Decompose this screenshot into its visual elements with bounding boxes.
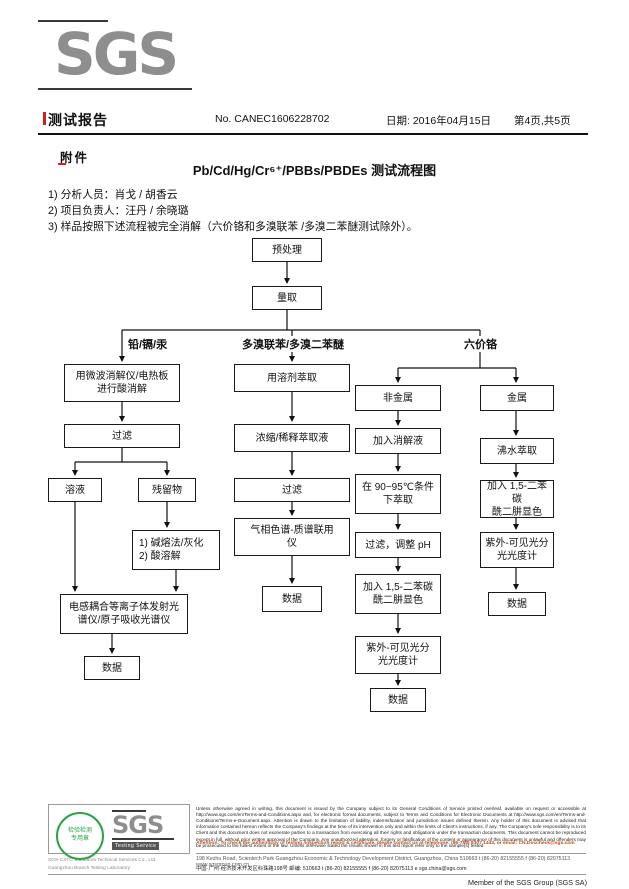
flow-box-data-nonmetal: 数据	[370, 688, 426, 712]
flow-box-filter-mid: 过滤	[234, 478, 350, 502]
flowchart-title: Pb/Cd/Hg/Cr⁶⁺/PBBs/PBDEs 测试流程图	[192, 163, 437, 178]
flow-box-gcms: 气相色谱-质谱联用 仪	[234, 518, 350, 556]
footer-logo-top-line	[112, 810, 146, 812]
red-mark	[43, 112, 46, 125]
member-line: Member of the SGS Group (SGS SA)	[467, 878, 587, 887]
address-english: 198 Kezhu Road, Scientech Park Guangzhou…	[196, 856, 571, 868]
flow-box-solvent-extraction: 用溶剂萃取	[234, 364, 350, 392]
flow-box-icp-aas: 电感耦合等离子体发射光 谱仪/原子吸收光谱仪	[60, 594, 188, 634]
header-rule	[38, 133, 588, 135]
note-analysts: 1) 分析人员：肖戈 / 胡香云	[48, 189, 178, 201]
logo-top-line	[38, 20, 108, 22]
red-mark-small	[58, 163, 66, 165]
flow-box-acid-digestion: 用微波消解仪/电热板 进行酸消解	[64, 364, 180, 402]
flow-box-metal: 金属	[480, 385, 554, 411]
flow-box-data-metal: 数据	[488, 592, 546, 616]
sgs-logo: SGS	[54, 20, 179, 88]
report-number: No. CANEC1606228702	[215, 113, 330, 125]
note-project-leader: 2) 项目负责人：汪丹 / 余晓璐	[48, 205, 189, 217]
flow-box-pretreatment: 预处理	[252, 238, 322, 262]
report-title: 测试报告	[48, 112, 108, 128]
inspection-stamp: 检验检测 专用章	[56, 812, 104, 860]
flow-box-extract-90-95: 在 90~95℃条件 下萃取	[355, 474, 441, 514]
report-date: 日期: 2016年04月15日	[386, 115, 492, 127]
branch-label-pbbs-pbdes: 多溴联苯/多溴二苯醚	[240, 336, 347, 352]
flow-box-diphenylcarbazide-nonmetal: 加入 1,5-二苯碳 酰二肼显色	[355, 574, 441, 614]
footer-logo-subtitle: Testing Service	[112, 842, 160, 850]
logo-bottom-line	[38, 88, 192, 90]
flow-box-residue: 残留物	[138, 478, 196, 502]
footer-divider	[196, 853, 586, 854]
flow-box-concentrate-dilute: 浓缩/稀释萃取液	[234, 424, 350, 452]
flow-box-data-left: 数据	[84, 656, 140, 680]
flow-box-uv-vis-nonmetal: 紫外-可见光分 光光度计	[355, 636, 441, 674]
flow-box-uv-vis-metal: 紫外-可见光分 光光度计	[480, 532, 554, 568]
flow-box-filter-left: 过滤	[64, 424, 180, 448]
attention-notice: Attention: To check the authenticity of …	[196, 841, 575, 846]
footer-logo-bottom-line	[112, 838, 174, 840]
legal-disclaimer: Unless otherwise agreed in writing, this…	[196, 806, 586, 848]
flow-box-boiling-water-extraction: 沸水萃取	[480, 438, 554, 464]
stamp-text-1: 检验检测	[67, 828, 92, 835]
attachment-label: 附件	[60, 151, 90, 165]
flow-box-solution: 溶液	[48, 478, 102, 502]
flow-box-filter-adjust-ph: 过滤，调整 pH	[355, 532, 441, 558]
flow-box-diphenylcarbazide-metal: 加入 1,5-二苯碳 酰二肼显色	[480, 480, 554, 518]
flow-box-add-digestion-solution: 加入消解液	[355, 428, 441, 454]
page-indicator: 第4页,共5页	[514, 115, 571, 127]
stamp-text-2: 专用章	[70, 836, 89, 842]
address-chinese: 中国·广州·经济技术开发区科珠路198号 邮编: 510663 t (86-20…	[196, 866, 467, 872]
footer-sgs-logo: SGS	[112, 811, 164, 839]
connector-lines	[72, 262, 519, 686]
branch-label-cr6: 六价铬	[462, 336, 499, 352]
footer-bottom-divider	[48, 874, 586, 875]
branch-label-pb-cd-hg: 铅/镉/汞	[126, 336, 170, 352]
flow-box-alkali-fusion: 1) 碱熔法/灰化 2) 酸溶解	[132, 530, 220, 570]
flow-box-nonmetal: 非金属	[355, 385, 441, 411]
company-name-line: SGS-CSTC Standards Technical Services Co…	[48, 858, 157, 863]
company-branch-line: Guangzhou Branch Testing Laboratory	[48, 866, 131, 871]
flow-box-measure: 量取	[252, 286, 322, 310]
note-sample-treatment: 3) 样品按照下述流程被完全消解（六价铬和多溴联苯 /多溴二苯醚测试除外）。	[48, 221, 418, 233]
flow-box-data-mid: 数据	[262, 586, 322, 612]
